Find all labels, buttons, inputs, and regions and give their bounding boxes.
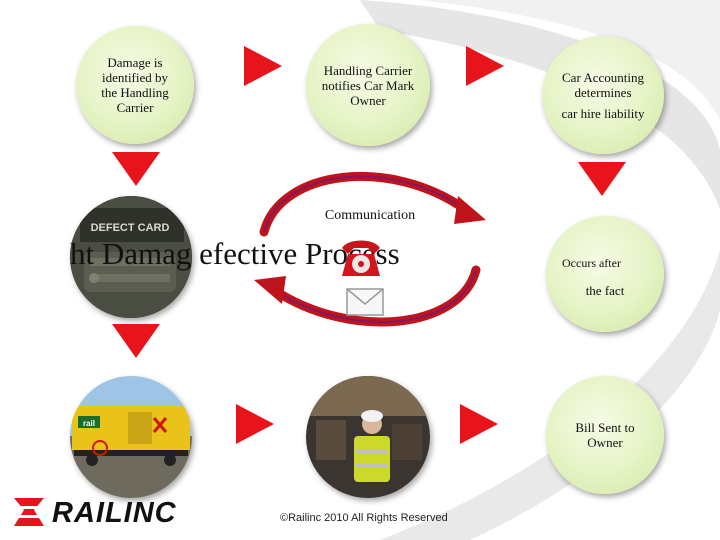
worker-photo [306,376,430,498]
defect-card-label: DEFECT CARD [91,222,170,234]
defect-card-image: DEFECT CARD [70,196,192,318]
railinc-logo-icon [14,498,44,526]
svg-text:rail: rail [83,419,95,428]
arrow-down-1 [112,152,160,186]
communication-label: Communication [324,208,416,223]
node-car-accounting-text: Car Accounting determines [562,69,644,100]
node-bill-sent-text: Bill Sent to Owner [575,420,635,450]
arrow-down-3 [578,162,626,196]
boxcar-image: rail [70,376,192,498]
node-bill-sent: Bill Sent to Owner [546,376,664,494]
node-damage-identified: Damage is identified by the Handling Car… [76,26,194,144]
copyright-footer: ©Railinc 2010 All Rights Reserved [280,512,448,524]
node-after-fact-text: the fact [585,282,625,298]
worker-image [306,376,430,498]
boxcar-photo: rail [70,376,192,498]
node-damage-identified-text: Damage is identified by the Handling Car… [101,55,169,115]
arrow-right-1 [244,46,282,86]
railinc-logo-text: RAILINC [52,497,177,529]
arrow-right-2 [466,46,504,86]
headline-text: ht Damag efective Process [70,236,400,271]
occluded-fragment: Occurs after [562,256,621,270]
telephone-icon [342,240,380,276]
node-carrier-notifies-text: Handling Carrier notifies Car Mark Owner [321,62,415,108]
arrow-down-2 [112,324,160,358]
node-after-fact: the fact [546,216,664,332]
node-car-accounting: Car Accounting determines car hire liabi… [542,36,664,154]
node-car-hire-text: car hire liability [561,105,645,121]
defect-card-photo: DEFECT CARD [70,196,192,318]
communication-cycle [254,171,486,327]
arrow-right-3 [236,404,274,444]
node-carrier-notifies: Handling Carrier notifies Car Mark Owner [306,24,430,146]
arrow-right-4 [460,404,498,444]
envelope-icon [346,288,384,316]
